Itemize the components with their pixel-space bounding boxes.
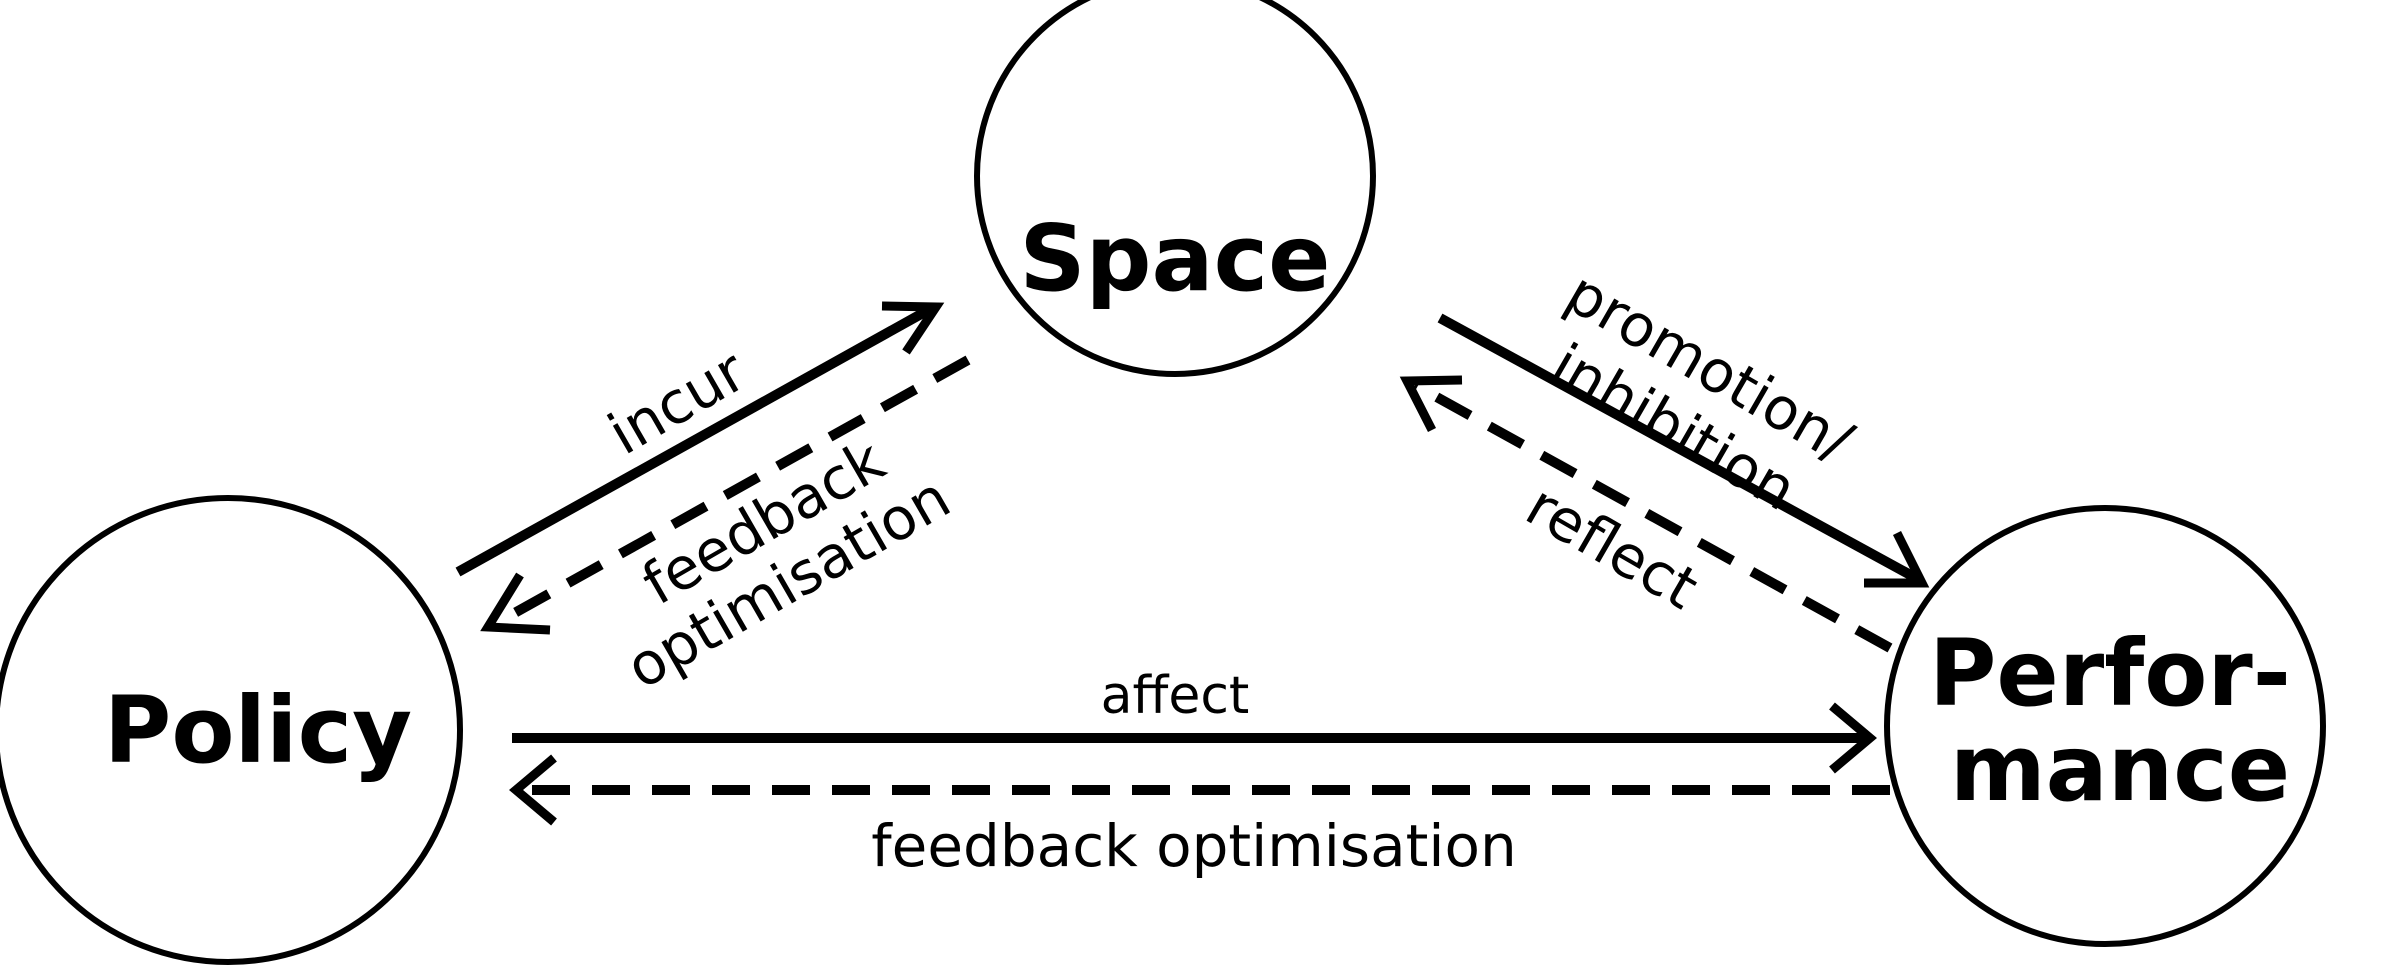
edge-perf-policy-feedback xyxy=(509,754,1890,826)
edge-affect xyxy=(512,702,1877,774)
edge-incur xyxy=(455,301,945,577)
node-space-label: Space xyxy=(1019,205,1330,312)
edge-perf-policy-feedback-label: feedback optimisation xyxy=(871,812,1517,880)
node-performance-label-line2: mance xyxy=(1950,715,2290,822)
edge-promotion-inhibition xyxy=(1437,313,1930,588)
edge-affect-label: affect xyxy=(1101,666,1250,726)
edge-space-policy-feedback xyxy=(480,355,971,635)
edge-reflect xyxy=(1399,375,1893,653)
node-performance: Perfor- mance xyxy=(1884,505,2326,947)
node-policy: Policy xyxy=(0,495,463,965)
node-space: Space xyxy=(974,0,1376,377)
node-performance-label-line1: Perfor- xyxy=(1929,620,2291,727)
node-policy-label: Policy xyxy=(104,677,412,784)
